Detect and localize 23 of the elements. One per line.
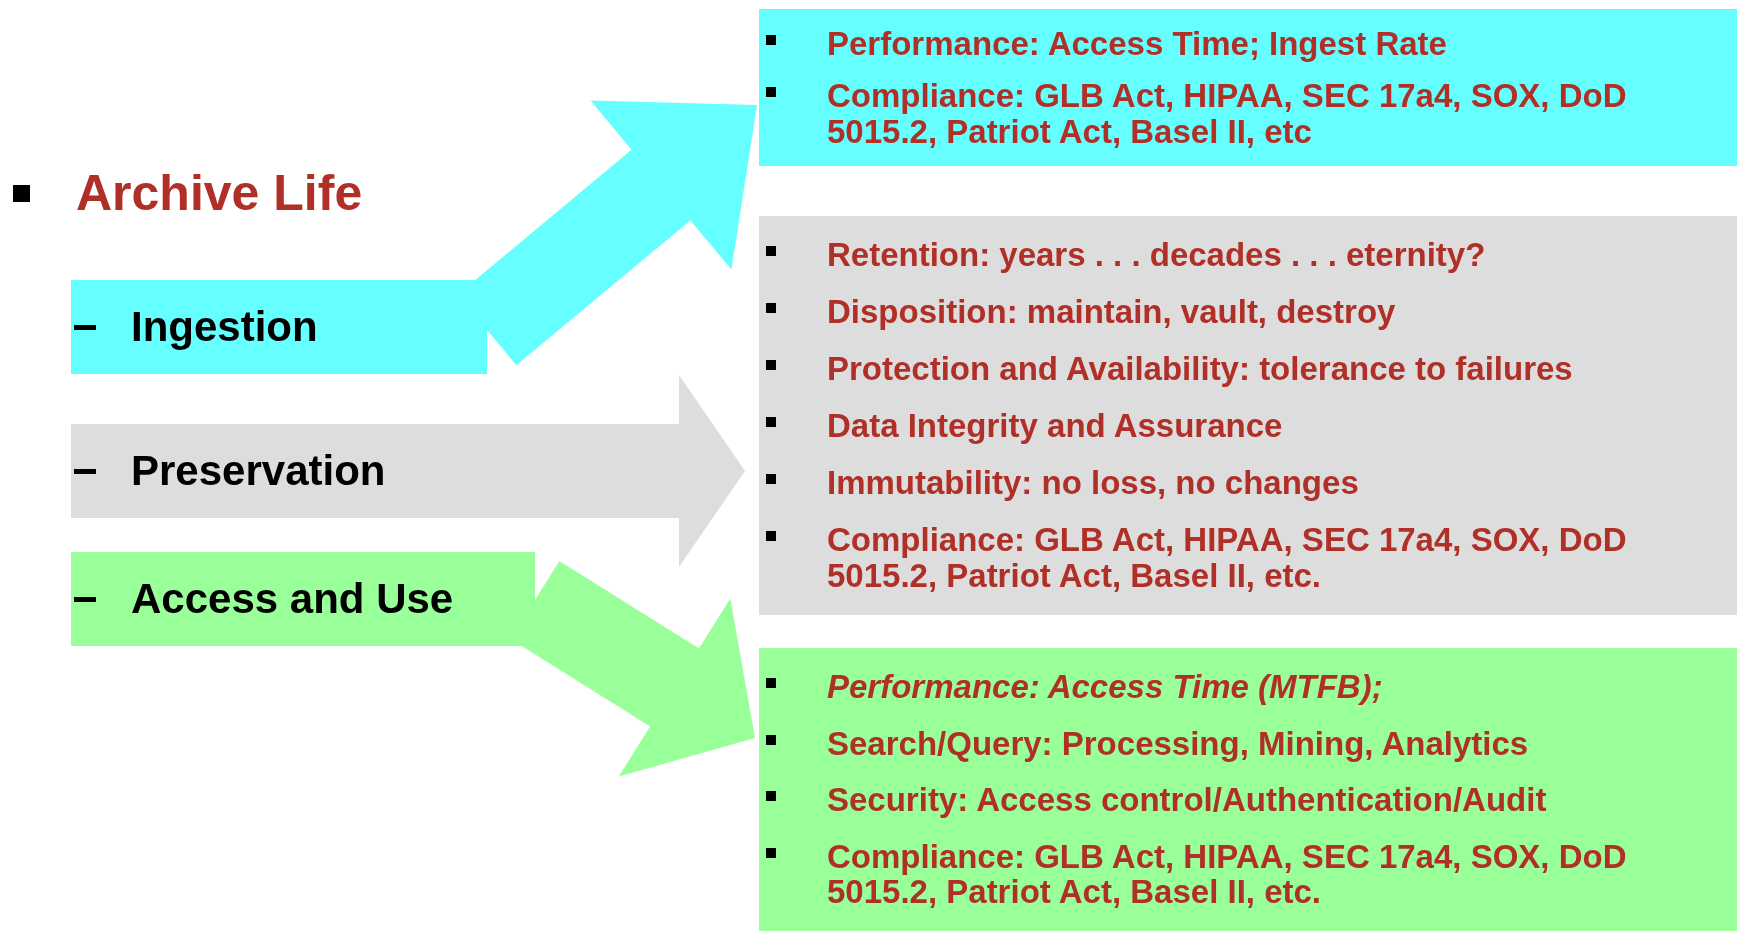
requirement-text: Performance: Access Time (MTFB); bbox=[827, 668, 1383, 705]
requirement-text: Search/Query: Processing, Mining, Analytics bbox=[827, 725, 1529, 762]
requirements-panel bbox=[759, 216, 1737, 615]
requirement-text: Performance: Access Time; Ingest Rate bbox=[827, 25, 1447, 62]
requirement-text: Security: Access control/Authentication/Audit bbox=[827, 782, 1547, 818]
requirements-panel bbox=[759, 648, 1737, 931]
requirement-text: Immutability: no loss, no changes bbox=[827, 465, 1359, 501]
requirement-text: Disposition: maintain, vault, destroy bbox=[827, 294, 1396, 330]
requirement-text: Data Integrity and Assurance bbox=[827, 408, 1283, 444]
stage-label: Ingestion bbox=[131, 306, 318, 348]
requirements-panel bbox=[759, 9, 1737, 166]
stage-bar bbox=[71, 552, 535, 646]
requirement-text: Compliance: GLB Act, HIPAA, SEC 17a4, SOX, DoD 5015.2, Patriot Act, Basel II, etc. bbox=[827, 838, 1628, 910]
requirement-text: Compliance: GLB Act, HIPAA, SEC 17a4, SOX, DoD 5015.2, Patriot Act, Basel II, etc bbox=[827, 78, 1628, 150]
stage-bar bbox=[71, 424, 501, 518]
block-arrow bbox=[501, 375, 745, 567]
stage-label: Preservation bbox=[131, 450, 386, 492]
stage-label: Access and Use bbox=[131, 578, 454, 620]
requirement-text: Compliance: GLB Act, HIPAA, SEC 17a4, SOX, DoD 5015.2, Patriot Act, Basel II, etc. bbox=[827, 522, 1628, 594]
requirement-text: Protection and Availability: tolerance to failures bbox=[827, 351, 1573, 387]
requirement-text: Retention: years . . . decades . . . eternity? bbox=[827, 237, 1486, 273]
heading-label: Archive Life bbox=[76, 168, 363, 218]
stage-bar bbox=[71, 280, 487, 374]
